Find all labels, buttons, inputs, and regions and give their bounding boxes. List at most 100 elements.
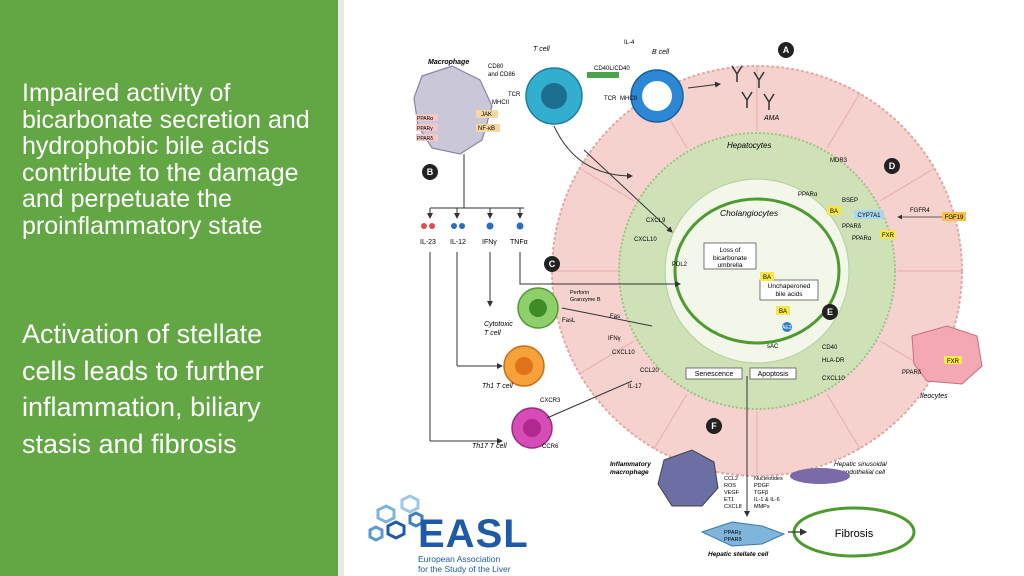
svg-text:PDGF: PDGF [754, 483, 770, 489]
svg-text:ET1: ET1 [724, 497, 734, 503]
svg-text:CXCL9: CXCL9 [646, 218, 666, 224]
svg-text:Apoptosis: Apoptosis [758, 371, 789, 378]
svg-text:A: A [783, 45, 790, 55]
svg-text:PPARδ: PPARδ [724, 537, 742, 543]
svg-text:VEGF: VEGF [724, 490, 740, 496]
svg-text:Loss of: Loss of [720, 247, 741, 254]
svg-text:Perforin: Perforin [570, 290, 589, 296]
svg-text:T cell: T cell [484, 330, 501, 337]
pathogenesis-diagram: Hepatocytes Cholangiocytes Loss of bicar… [413, 40, 983, 558]
svg-text:Cholangiocytes: Cholangiocytes [720, 208, 779, 218]
svg-text:FGFR4: FGFR4 [910, 208, 930, 214]
svg-text:sAC: sAC [767, 344, 779, 350]
svg-text:FGF19: FGF19 [945, 215, 964, 221]
svg-text:D: D [889, 161, 896, 171]
svg-text:NF-κB: NF-κB [478, 126, 495, 132]
svg-text:T cell: T cell [533, 46, 550, 53]
svg-text:PPARγ: PPARγ [724, 530, 742, 536]
svg-text:umbrella: umbrella [718, 262, 743, 269]
easl-wordmark: EASL [418, 512, 529, 556]
svg-text:TNFα: TNFα [510, 239, 528, 246]
antibody-icons [731, 65, 775, 110]
hepatic-stellate-cell [700, 521, 786, 547]
svg-text:CCL2: CCL2 [724, 476, 738, 482]
svg-text:CD80: CD80 [488, 64, 504, 70]
easl-logo-mark [368, 494, 424, 542]
macrophage-cell [413, 65, 493, 155]
svg-text:PPARα: PPARα [417, 116, 433, 122]
easl-subtitle: European Association for the Study of th… [418, 554, 511, 574]
svg-text:Th17 T cell: Th17 T cell [472, 443, 507, 450]
svg-text:IL-12: IL-12 [450, 239, 466, 246]
svg-text:bicarbonate: bicarbonate [713, 255, 747, 262]
svg-text:Macrophage: Macrophage [428, 59, 469, 66]
paragraph-stellate-cells: Activation of stellate cells leads to fu… [22, 319, 264, 459]
svg-text:CXCL10: CXCL10 [822, 376, 845, 382]
svg-text:CXCR3: CXCR3 [540, 398, 561, 404]
svg-text:FXR: FXR [882, 233, 895, 239]
svg-text:PPARδ: PPARδ [417, 136, 433, 142]
svg-text:MDR3: MDR3 [830, 158, 848, 164]
svg-text:Th1 T cell: Th1 T cell [482, 383, 513, 390]
svg-text:Ileocytes: Ileocytes [920, 393, 948, 400]
svg-text:AMA: AMA [763, 115, 780, 122]
svg-text:F: F [711, 421, 717, 431]
bile-lumen [664, 178, 850, 364]
svg-text:CXCL10: CXCL10 [634, 237, 657, 243]
svg-text:MHCII: MHCII [492, 100, 509, 106]
svg-text:Hepatocytes: Hepatocytes [727, 141, 771, 150]
svg-text:Unchaperoned: Unchaperoned [768, 283, 811, 290]
svg-text:FasL: FasL [562, 318, 576, 324]
svg-text:PPARγ: PPARγ [417, 126, 433, 132]
svg-text:TGFβ: TGFβ [754, 490, 768, 496]
svg-text:CD40L/CD40: CD40L/CD40 [594, 66, 630, 72]
svg-text:BA: BA [830, 209, 838, 215]
svg-text:Fibrosis: Fibrosis [835, 528, 874, 540]
paragraph-bile-acids: Impaired activity of bicarbonate secreti… [22, 79, 310, 240]
cytokine-dots [421, 222, 524, 230]
svg-text:Nucleotides: Nucleotides [754, 476, 783, 482]
svg-text:bile acids: bile acids [775, 291, 803, 298]
svg-text:ROS: ROS [724, 483, 736, 489]
svg-text:Senescence: Senescence [695, 371, 734, 378]
sidebar-shadow [338, 0, 344, 576]
svg-text:Hepatic sinusoidal: Hepatic sinusoidal [834, 461, 887, 468]
svg-text:TCR: TCR [604, 96, 617, 102]
svg-text:BA: BA [779, 309, 787, 315]
svg-text:macrophage: macrophage [610, 469, 649, 476]
svg-text:PDL2: PDL2 [672, 262, 688, 268]
svg-text:CXCL10: CXCL10 [612, 350, 635, 356]
svg-text:Hepatic stellate cell: Hepatic stellate cell [708, 551, 769, 558]
svg-text:CCL20: CCL20 [640, 368, 659, 374]
svg-text:B: B [427, 167, 434, 177]
svg-text:PPARα: PPARα [852, 236, 872, 242]
svg-text:PPARα: PPARα [798, 192, 818, 198]
svg-text:CYP7A1: CYP7A1 [857, 213, 881, 219]
svg-text:BA: BA [763, 275, 771, 281]
svg-text:IL-4: IL-4 [624, 40, 635, 46]
svg-text:IFNγ: IFNγ [608, 336, 621, 342]
svg-text:Granzyme B: Granzyme B [570, 297, 601, 303]
ileocyte-cell [911, 325, 983, 385]
svg-text:CCR6: CCR6 [542, 444, 559, 450]
svg-text:IL-17: IL-17 [628, 384, 642, 390]
inflammatory-macrophage [657, 449, 719, 507]
svg-text:CD40: CD40 [822, 345, 838, 351]
svg-text:HLA-DR: HLA-DR [822, 358, 845, 364]
svg-text:B cell: B cell [652, 49, 670, 56]
svg-text:BSEP: BSEP [842, 198, 858, 204]
svg-text:MHCII: MHCII [620, 96, 637, 102]
svg-text:E: E [827, 307, 833, 317]
highlight-ellipse [673, 197, 841, 345]
green-sidebar [0, 0, 338, 576]
svg-text:IL-1 & IL-6: IL-1 & IL-6 [754, 497, 780, 503]
svg-text:AE2: AE2 [782, 325, 792, 331]
svg-text:PPARδ: PPARδ [902, 370, 922, 376]
svg-text:FXR: FXR [947, 359, 960, 365]
svg-text:C: C [549, 259, 556, 269]
svg-text:PPARδ: PPARδ [842, 224, 862, 230]
svg-text:endothelial cell: endothelial cell [842, 469, 886, 476]
panel-labels: A B C D E F [422, 42, 900, 434]
svg-text:IFNγ: IFNγ [482, 239, 497, 246]
svg-text:and CD86: and CD86 [488, 72, 516, 78]
